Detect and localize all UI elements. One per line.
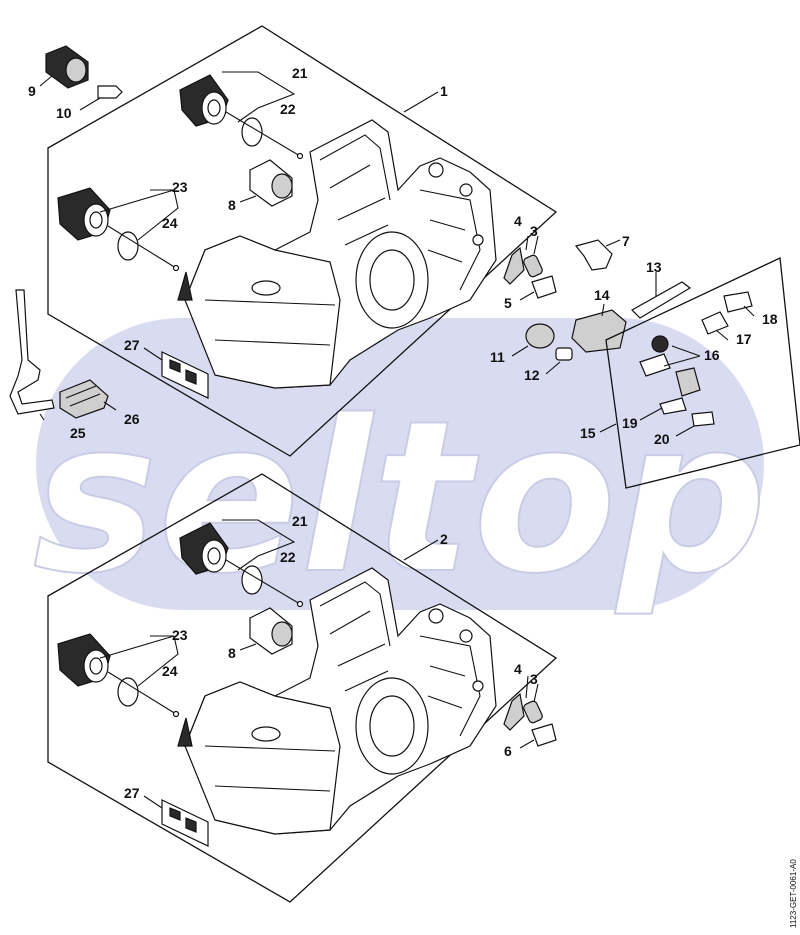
callout-21: 21 — [292, 65, 308, 81]
bushing-8-lower — [249, 607, 293, 655]
leader-lines — [39, 71, 755, 809]
chain-tensioner-17 — [701, 311, 729, 335]
label-27-upper — [161, 351, 209, 399]
fuel-hose-25 — [9, 289, 55, 415]
screw-5-upper — [531, 275, 557, 299]
callout-3-lower: 3 — [530, 671, 538, 687]
label-27-lower — [161, 799, 209, 847]
upper-frame — [47, 25, 558, 457]
screw-12 — [555, 347, 573, 361]
bushing-8-upper — [249, 159, 293, 207]
callout-22: 22 — [280, 101, 296, 117]
callout-21-lower: 21 — [292, 513, 308, 529]
crankcase-lower — [177, 567, 497, 835]
callout-7: 7 — [622, 233, 630, 249]
reference-code: 1123-GET-0061-A0 — [789, 859, 798, 928]
group-15-frame — [605, 257, 800, 489]
screw-20 — [691, 411, 715, 427]
callout-17: 17 — [736, 331, 752, 347]
bearing-21-lower — [179, 522, 229, 575]
callout-18: 18 — [762, 311, 778, 327]
bearing-23-lower — [57, 633, 111, 687]
bearing-23-upper — [57, 187, 111, 241]
block-14 — [571, 309, 627, 353]
callout-27: 27 — [124, 337, 140, 353]
callout-13: 13 — [646, 259, 662, 275]
screw-6-lower — [531, 723, 557, 747]
filter-26 — [59, 379, 109, 419]
callout-24-lower: 24 — [162, 663, 178, 679]
callout-4: 4 — [514, 213, 522, 229]
callout-9: 9 — [28, 83, 36, 99]
callout-14: 14 — [594, 287, 610, 303]
bearing-21-upper — [179, 74, 229, 127]
lower-frame — [47, 473, 558, 903]
callout-16: 16 — [704, 347, 720, 363]
plug-9 — [45, 45, 89, 89]
callout-24: 24 — [162, 215, 178, 231]
callout-20: 20 — [654, 431, 670, 447]
callout-2-lower: 2 — [440, 531, 448, 547]
callout-15: 15 — [580, 425, 596, 441]
shaft-upper-21 — [225, 111, 301, 157]
callout-3: 3 — [530, 223, 538, 239]
sleeve-3-lower — [523, 700, 543, 724]
callouts: 1 21 22 23 24 8 4 3 5 7 13 14 11 12 18 1… — [28, 65, 778, 447]
callout-8-lower: 8 — [228, 645, 236, 661]
callout-12: 12 — [524, 367, 540, 383]
clip-4-lower — [503, 692, 525, 731]
oring-24-lower — [117, 677, 139, 707]
stud-13 — [631, 281, 692, 319]
shaft-lower-21 — [225, 559, 301, 605]
callout-25: 25 — [70, 425, 86, 441]
sleeve-3-upper — [523, 254, 543, 278]
shaft-lower-23 — [107, 671, 177, 715]
cap-11 — [525, 323, 555, 349]
lower-assembly — [47, 473, 558, 903]
callout-8: 8 — [228, 197, 236, 213]
chain-tensioner-18 — [723, 291, 753, 313]
screw-16 — [639, 353, 671, 377]
callout-6-lower: 6 — [504, 743, 512, 759]
shaft-upper-23 — [107, 225, 177, 269]
callout-10: 10 — [56, 105, 72, 121]
callout-4-lower: 4 — [514, 661, 522, 677]
oring-24-upper — [117, 231, 139, 261]
screw-10 — [97, 85, 123, 99]
watermark-text: seltop — [33, 375, 767, 620]
callout-23: 23 — [172, 179, 188, 195]
clip-4-upper — [503, 246, 525, 285]
callouts-lower: 2 21 22 23 24 8 4 3 6 27 — [124, 513, 538, 801]
callout-1: 1 — [440, 83, 448, 99]
callout-26: 26 — [124, 411, 140, 427]
callout-23-lower: 23 — [172, 627, 188, 643]
callout-22-lower: 22 — [280, 549, 296, 565]
callout-5: 5 — [504, 295, 512, 311]
callout-19: 19 — [622, 415, 638, 431]
crankcase-upper — [177, 119, 497, 389]
block-19 — [675, 367, 701, 397]
callout-11: 11 — [490, 349, 505, 365]
callout-27-lower: 27 — [124, 785, 140, 801]
upper-assembly — [47, 25, 558, 457]
screw-7 — [574, 239, 613, 271]
